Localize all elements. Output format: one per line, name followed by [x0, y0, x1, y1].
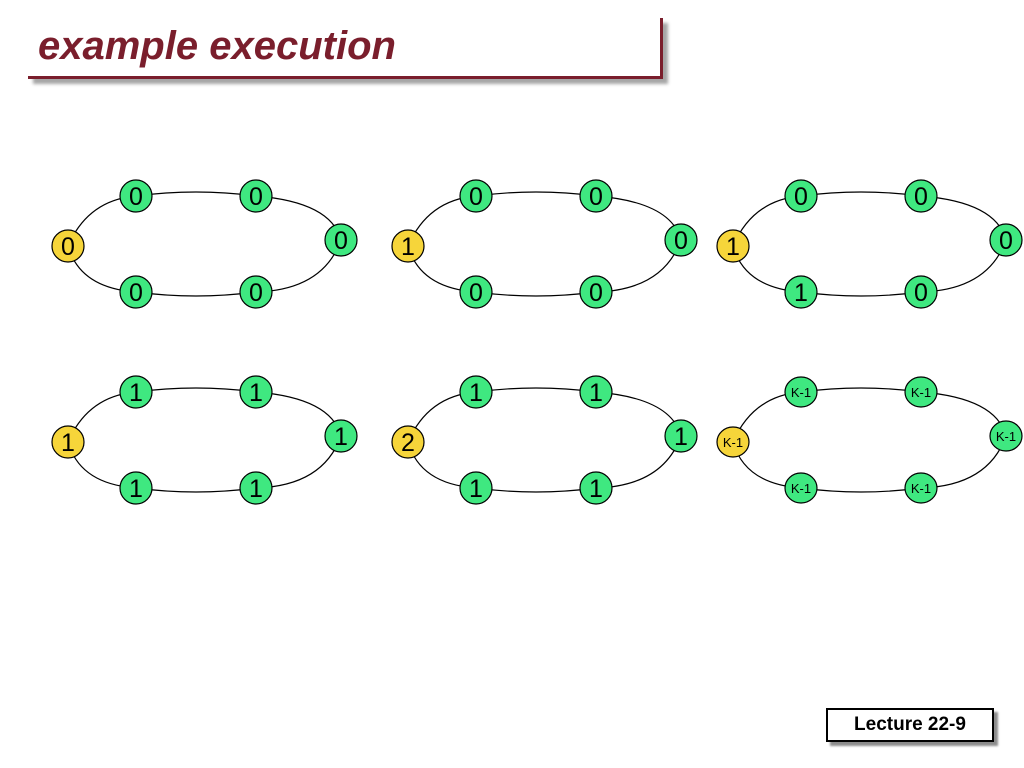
ring-node	[119, 275, 153, 309]
ring-1: 0 0 0 0 0 0	[51, 179, 358, 309]
ring-node-label: 0	[589, 183, 603, 211]
ring-3: 1 0 0 0 0 1	[716, 179, 1023, 309]
ring-node-label: 1	[794, 279, 808, 307]
ring-edge	[475, 487, 597, 493]
ring-node-label: 1	[249, 379, 263, 407]
ring-node	[239, 375, 273, 409]
ring-node-label: K-1	[911, 481, 931, 496]
ring-node-label: K-1	[723, 435, 743, 450]
ring-node-label: 1	[674, 423, 688, 451]
ring-node	[119, 179, 153, 213]
slide-title: example execution	[38, 24, 396, 68]
ring-node	[784, 376, 818, 408]
ring-node-start	[716, 229, 750, 263]
ring-node-label: 0	[249, 183, 263, 211]
ring-node	[119, 375, 153, 409]
ring-node-label: 1	[61, 429, 75, 457]
ring-node	[459, 179, 493, 213]
ring-node-label: 0	[334, 227, 348, 255]
ring-node-start	[51, 425, 85, 459]
ring-edge	[800, 487, 922, 493]
ring-node-label: 1	[401, 233, 415, 261]
ring-node	[904, 179, 938, 213]
ring-node	[579, 375, 613, 409]
ring-node	[784, 472, 818, 504]
ring-node-label: K-1	[791, 481, 811, 496]
ring-edge	[475, 191, 597, 197]
ring-2: 1 0 0 0 0 0	[391, 179, 698, 309]
ring-edge	[135, 191, 257, 197]
ring-node-label: 0	[999, 227, 1013, 255]
ring-node	[989, 420, 1023, 452]
footer-box: Lecture 22-9	[826, 708, 994, 742]
ring-node-label: 0	[914, 279, 928, 307]
ring-edge	[135, 487, 257, 493]
ring-node-label: 2	[401, 429, 415, 457]
ring-node-start	[391, 425, 425, 459]
ring-node	[324, 223, 358, 257]
ring-node	[579, 275, 613, 309]
ring-node-label: 1	[726, 233, 740, 261]
ring-node-label: 1	[129, 475, 143, 503]
ring-node	[459, 471, 493, 505]
ring-node	[664, 419, 698, 453]
ring-edge	[135, 387, 257, 393]
slide-footer: Lecture 22-9	[854, 714, 966, 735]
ring-node-label: K-1	[996, 429, 1016, 444]
ring-node-label: 0	[469, 183, 483, 211]
ring-node-label: 0	[129, 183, 143, 211]
ring-node-label: 1	[129, 379, 143, 407]
ring-node	[459, 375, 493, 409]
ring-node-label: 0	[249, 279, 263, 307]
ring-node-label: 1	[469, 475, 483, 503]
ring-node	[904, 472, 938, 504]
ring-node-start	[51, 229, 85, 263]
ring-5: 2 1 1 1 1 1	[391, 375, 698, 505]
ring-node	[904, 275, 938, 309]
ring-node	[904, 376, 938, 408]
ring-node	[239, 471, 273, 505]
ring-node-label: 1	[589, 379, 603, 407]
ring-node	[664, 223, 698, 257]
ring-edge	[475, 387, 597, 393]
ring-node	[784, 179, 818, 213]
ring-edge	[475, 291, 597, 297]
ring-node-start	[716, 426, 750, 458]
ring-node-label: 1	[469, 379, 483, 407]
ring-node-label: 0	[61, 233, 75, 261]
ring-node	[239, 275, 273, 309]
ring-node-label: 0	[794, 183, 808, 211]
ring-4: 1 1 1 1 1 1	[51, 375, 358, 505]
ring-node-label: 0	[914, 183, 928, 211]
title-box: example execution	[28, 18, 663, 79]
ring-node-label: 0	[129, 279, 143, 307]
ring-node-start	[391, 229, 425, 263]
ring-node-label: 1	[334, 423, 348, 451]
ring-node-label: K-1	[911, 385, 931, 400]
ring-node-label: 0	[674, 227, 688, 255]
ring-node-label: 1	[589, 475, 603, 503]
ring-node-label: 1	[249, 475, 263, 503]
ring-edge	[135, 291, 257, 297]
ring-node-label: 0	[469, 279, 483, 307]
ring-node	[579, 471, 613, 505]
ring-edge	[800, 387, 922, 393]
ring-node-label: K-1	[791, 385, 811, 400]
ring-node-label: 0	[589, 279, 603, 307]
ring-node	[989, 223, 1023, 257]
ring-edge	[800, 191, 922, 197]
ring-node	[324, 419, 358, 453]
ring-node	[239, 179, 273, 213]
ring-node	[459, 275, 493, 309]
ring-node	[579, 179, 613, 213]
ring-edge	[800, 291, 922, 297]
ring-node	[119, 471, 153, 505]
ring-node	[784, 275, 818, 309]
